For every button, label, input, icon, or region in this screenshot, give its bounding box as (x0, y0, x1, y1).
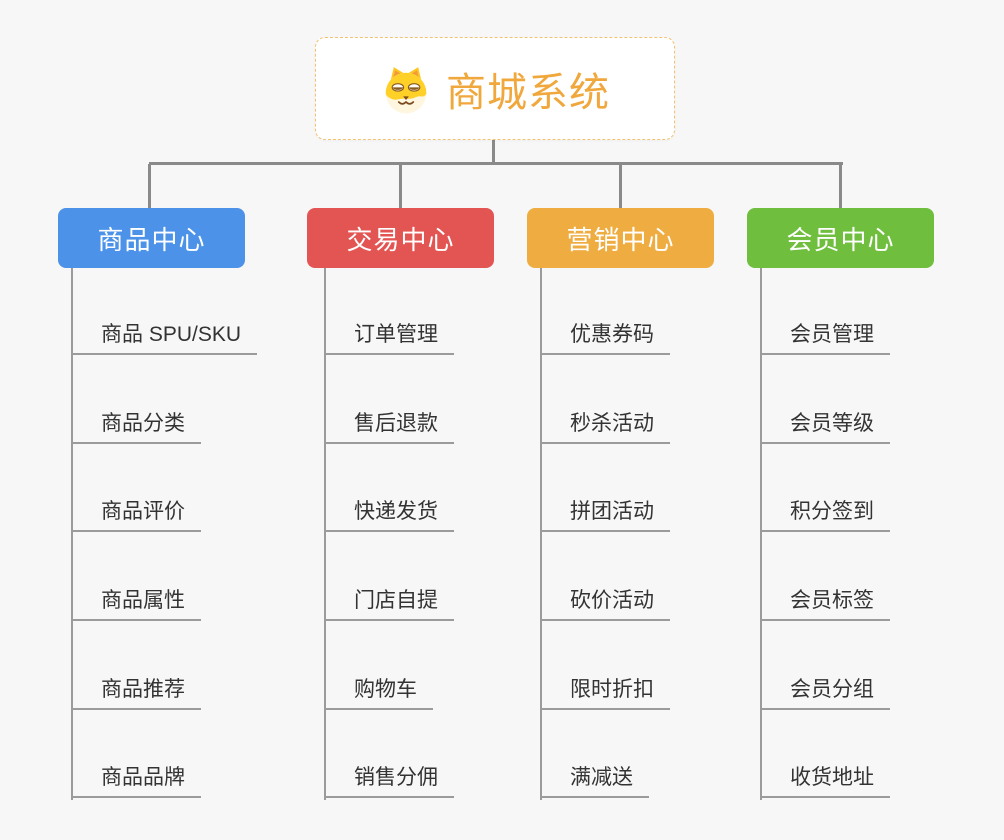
connector-stub-branch-2 (399, 164, 402, 208)
leaf-node[interactable]: 商品推荐 (71, 677, 201, 710)
leaf-node[interactable]: 限时折扣 (540, 677, 670, 710)
leaf-node[interactable]: 门店自提 (324, 588, 454, 621)
leaf-node[interactable]: 会员管理 (760, 322, 890, 355)
branch-4-spine-line (760, 268, 762, 800)
branch-1-spine-line (71, 268, 73, 800)
leaf-node[interactable]: 满减送 (540, 765, 649, 798)
dog-face-icon (385, 66, 427, 113)
leaf-node[interactable]: 商品评价 (71, 499, 201, 532)
branch-2-spine-line (324, 268, 326, 800)
branch-node-product-center[interactable]: 商品中心 (58, 208, 245, 268)
connector-stub-branch-1 (148, 164, 151, 208)
leaf-node[interactable]: 快递发货 (324, 499, 454, 532)
connector-root-drop (492, 139, 495, 165)
leaf-node[interactable]: 优惠券码 (540, 322, 670, 355)
leaf-node[interactable]: 商品品牌 (71, 765, 201, 798)
leaf-node[interactable]: 商品分类 (71, 411, 201, 444)
branch-node-member-center[interactable]: 会员中心 (747, 208, 934, 268)
root-title: 商城系统 (446, 70, 610, 115)
connector-stub-branch-4 (839, 164, 842, 208)
branch-node-trade-center[interactable]: 交易中心 (307, 208, 494, 268)
leaf-node[interactable]: 购物车 (324, 677, 433, 710)
leaf-node[interactable]: 售后退款 (324, 411, 454, 444)
leaf-node[interactable]: 会员标签 (760, 588, 890, 621)
leaf-node[interactable]: 秒杀活动 (540, 411, 670, 444)
leaf-node[interactable]: 订单管理 (324, 322, 454, 355)
leaf-node[interactable]: 销售分佣 (324, 765, 454, 798)
leaf-node[interactable]: 会员等级 (760, 411, 890, 444)
connector-stub-branch-3 (619, 164, 622, 208)
leaf-node[interactable]: 砍价活动 (540, 588, 670, 621)
root-node[interactable]: 商城系统 (315, 37, 675, 140)
leaf-node[interactable]: 拼团活动 (540, 499, 670, 532)
leaf-node[interactable]: 收货地址 (760, 765, 890, 798)
connector-horizontal (149, 162, 843, 165)
leaf-node[interactable]: 商品 SPU/SKU (71, 322, 258, 355)
branch-3-spine-line (540, 268, 542, 800)
leaf-node[interactable]: 商品属性 (71, 588, 201, 621)
branch-node-marketing-center[interactable]: 营销中心 (527, 208, 714, 268)
leaf-node[interactable]: 会员分组 (760, 677, 890, 710)
leaf-node[interactable]: 积分签到 (760, 499, 890, 532)
